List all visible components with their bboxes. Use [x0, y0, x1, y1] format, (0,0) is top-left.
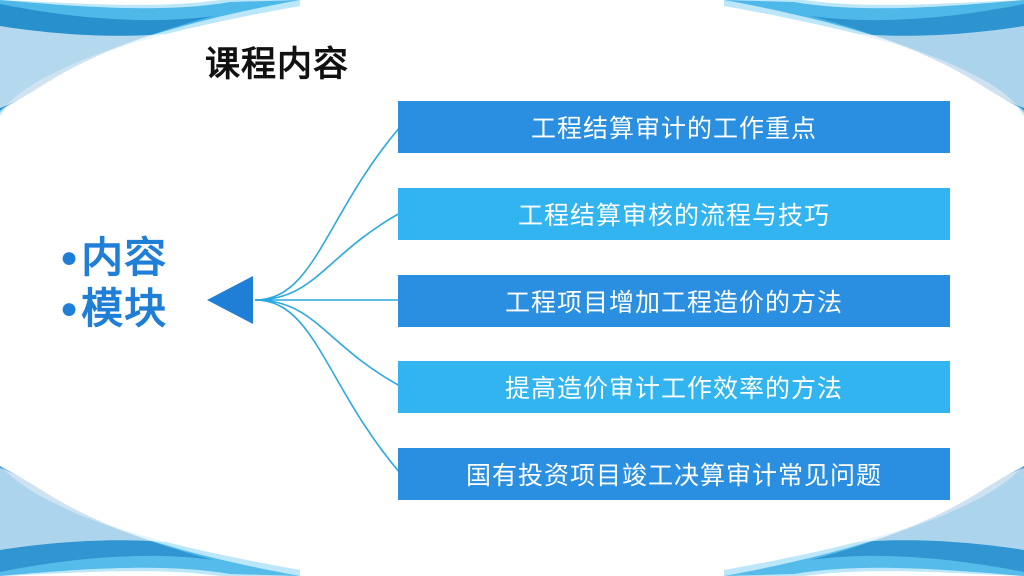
left-label-line-1: ●内容	[60, 232, 210, 283]
connector-lines	[207, 126, 401, 474]
content-bar-2-label: 工程结算审核的流程与技巧	[517, 202, 830, 230]
bullet-icon: ●	[60, 292, 80, 326]
content-bar-3-label: 工程项目增加工程造价的方法	[504, 289, 843, 317]
page-title: 课程内容	[205, 45, 350, 84]
content-bar-5-label: 国有投资项目竣工决算审计常见问题	[465, 462, 882, 490]
content-bar-4[interactable]: 提高造价审计工作效率的方法	[398, 361, 950, 413]
content-bar-5[interactable]: 国有投资项目竣工决算审计常见问题	[398, 448, 950, 500]
content-bar-4-label: 提高造价审计工作效率的方法	[504, 375, 843, 403]
left-label-line-2: ●模块	[60, 283, 210, 334]
left-label-text-2: 模块	[81, 285, 168, 333]
content-bar-2[interactable]: 工程结算审核的流程与技巧	[398, 188, 950, 240]
bullet-icon: ●	[60, 241, 80, 274]
content-bar-1[interactable]: 工程结算审计的工作重点	[398, 101, 950, 153]
left-group-label: ●内容 ●模块	[60, 232, 210, 334]
content-bar-3[interactable]: 工程项目增加工程造价的方法	[398, 275, 950, 327]
arrow-head-icon	[207, 276, 253, 324]
left-label-text-1: 内容	[81, 234, 168, 281]
content-bar-1-label: 工程结算审计的工作重点	[530, 115, 817, 143]
